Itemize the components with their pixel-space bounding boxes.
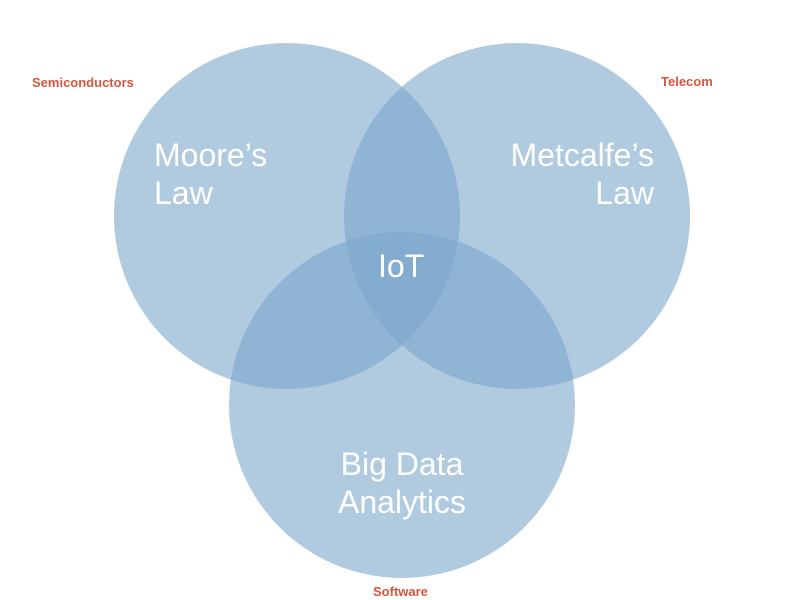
telecom-label: Telecom	[661, 74, 713, 89]
metcalfes-law-label: Metcalfe’s Law	[510, 137, 654, 211]
iot-label: IoT	[378, 248, 425, 284]
semiconductors-label: Semiconductors	[32, 75, 134, 90]
software-label: Software	[373, 584, 428, 599]
big-data-analytics-label: Big Data Analytics	[337, 446, 467, 520]
moores-law-label: Moore’s Law	[154, 137, 268, 211]
circle-big-data-analytics	[229, 232, 575, 578]
